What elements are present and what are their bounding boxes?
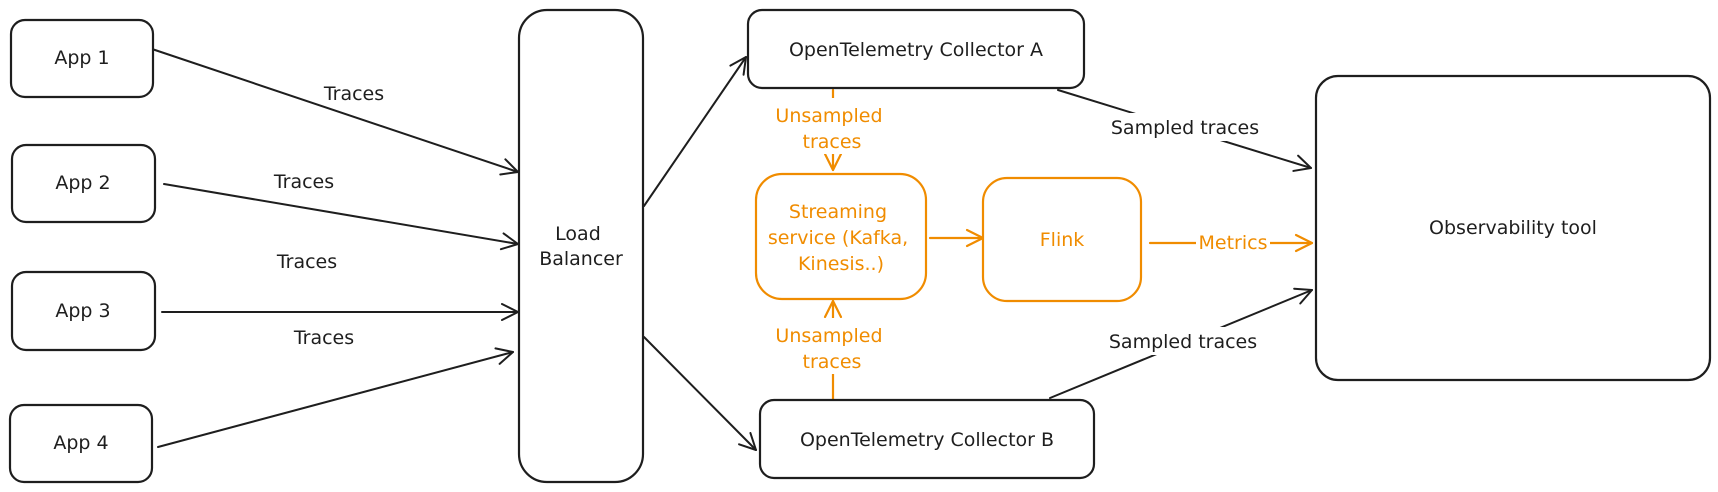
edge-app1-to-lb (151, 48, 519, 176)
node-label: App 1 (54, 47, 109, 69)
edge-label-unsampled-a: Unsampled traces (775, 98, 888, 154)
edge-label-text: Sampled traces (1111, 117, 1259, 139)
edge-label-text: Metrics (1199, 232, 1268, 254)
node-label: OpenTelemetry Collector A (789, 39, 1043, 61)
edge-label-line: Unsampled (775, 105, 882, 127)
node-label-line: service (Kafka, (768, 227, 908, 249)
edge-label-text: Unsampled traces (775, 325, 888, 373)
node-load-balancer[interactable]: Load Balancer (517, 8, 645, 484)
node-collector-a[interactable]: OpenTelemetry Collector A (746, 8, 1086, 90)
node-label-line: Balancer (539, 248, 623, 270)
edge-label-app3-traces: Traces (276, 251, 337, 273)
node-label: App 4 (53, 432, 108, 454)
node-app-4[interactable]: App 4 (8, 403, 154, 484)
edge-label-text: Sampled traces (1109, 331, 1257, 353)
node-label: Load Balancer (539, 223, 623, 270)
node-collector-b[interactable]: OpenTelemetry Collector B (758, 398, 1096, 480)
node-app-3[interactable]: App 3 (10, 270, 157, 352)
node-app-1[interactable]: App 1 (9, 18, 155, 99)
node-label-line: Kinesis..) (798, 253, 884, 275)
edge-label-app2-traces: Traces (273, 171, 334, 193)
edge-app4-to-lb (157, 347, 514, 448)
edge-label-sampled-b: Sampled traces (1107, 327, 1259, 355)
node-label: App 2 (55, 172, 110, 194)
node-label: Streaming service (Kafka, Kinesis..) (768, 201, 914, 275)
edge-label-line: Unsampled (775, 325, 882, 347)
node-label: Flink (1040, 229, 1085, 251)
node-label: OpenTelemetry Collector B (800, 429, 1054, 451)
node-label: Observability tool (1429, 217, 1597, 239)
node-app-2[interactable]: App 2 (10, 143, 157, 224)
node-observability-tool[interactable]: Observability tool (1314, 74, 1712, 382)
node-label-line: Streaming (789, 201, 887, 223)
edge-label-line: traces (803, 351, 862, 373)
edge-lb-to-collector-b (643, 336, 757, 451)
node-label: App 3 (55, 300, 110, 322)
node-flink[interactable]: Flink (981, 176, 1143, 303)
edge-app2-to-lb (163, 183, 519, 251)
node-label-line: Load (555, 223, 601, 245)
edge-label-sampled-a: Sampled traces (1110, 113, 1260, 141)
edge-label-metrics: Metrics (1196, 230, 1270, 256)
edge-lb-to-collector-a (643, 56, 747, 207)
edge-label-app1-traces: Traces (323, 83, 384, 105)
node-streaming-service[interactable]: Streaming service (Kafka, Kinesis..) (754, 172, 928, 301)
edge-label-text: Unsampled traces (775, 105, 888, 153)
edge-label-line: traces (803, 131, 862, 153)
edge-label-app4-traces: Traces (293, 327, 354, 349)
edge-label-unsampled-b: Unsampled traces (775, 318, 888, 374)
